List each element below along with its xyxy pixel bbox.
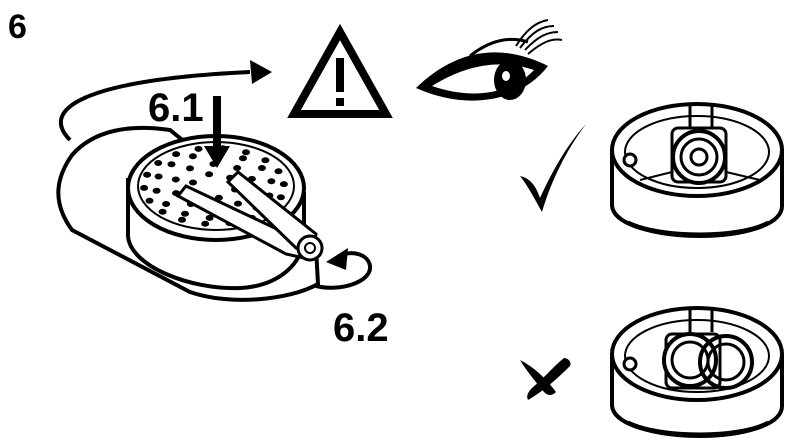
disk-hole (154, 160, 162, 166)
disk-hole (258, 165, 266, 171)
rotate-arrow (316, 248, 370, 288)
cross-icon (520, 358, 571, 400)
disk-hole (146, 198, 154, 204)
disk-hole (195, 146, 203, 152)
disk-hole (178, 217, 186, 223)
disk-hole (140, 185, 148, 191)
sub-step-label-press: 6.1 (148, 88, 204, 128)
disk-hole (280, 181, 288, 187)
incorrect-assembly (612, 308, 782, 436)
correct-assembly (612, 104, 782, 236)
checkmark-icon (520, 124, 586, 212)
disk-hole (275, 168, 283, 174)
disk-hole (159, 209, 167, 215)
disk-hole (277, 194, 285, 200)
disk-hole (267, 178, 275, 184)
sub-step-label-rotate: 6.2 (333, 308, 389, 348)
disk-hole (242, 149, 250, 155)
disk-hole (143, 172, 151, 178)
disk-hole (234, 201, 242, 207)
disk-hole (189, 153, 197, 159)
step-number: 6 (8, 10, 27, 44)
disk-hole (261, 157, 269, 163)
warning-triangle-icon (294, 32, 386, 114)
disk-hole (186, 165, 194, 171)
eye-icon (416, 20, 562, 101)
disk-hole (181, 211, 189, 217)
disk-hole (168, 161, 176, 167)
disk-hole (153, 188, 161, 194)
disk-hole (162, 201, 170, 207)
disk-hole (239, 155, 247, 161)
disk-hole (189, 180, 197, 186)
disk-hole (233, 165, 241, 171)
device-assembly (58, 128, 322, 300)
disk-hole (155, 174, 163, 180)
disk-hole (172, 177, 180, 183)
disk-hole (172, 151, 180, 157)
disk-hole (205, 171, 213, 177)
disk-hole (201, 221, 209, 227)
